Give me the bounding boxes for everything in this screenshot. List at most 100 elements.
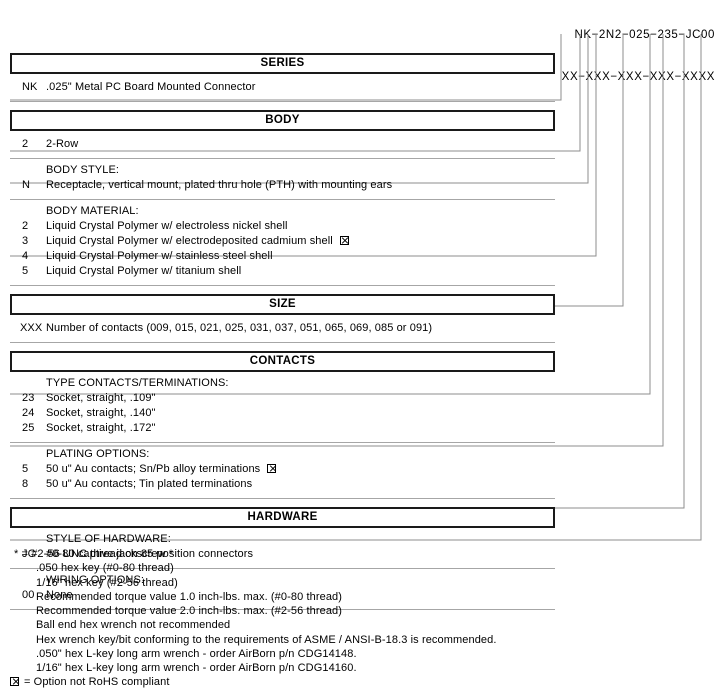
option-group-style-of-hardware: STYLE OF HARDWARE: JC #0-80 captive jacksc… xyxy=(10,528,555,569)
option-code: 24 xyxy=(22,407,35,419)
option-row: NK .025" Metal PC Board Mounted Connector xyxy=(10,80,555,95)
spacer xyxy=(10,436,555,442)
option-description-text: 2-Row xyxy=(46,138,79,150)
option-description: None xyxy=(46,588,555,603)
option-group: 2 2-Row xyxy=(10,131,555,159)
option-description-text: 50 u" Au contacts; Tin plated terminatio… xyxy=(46,478,253,490)
option-group-wiring-options: WIRING OPTIONS: 00 None xyxy=(10,569,555,610)
footnote-line: * = #2-56 UNC thread on 85 position conn… xyxy=(14,548,254,560)
group-title: BODY MATERIAL: xyxy=(46,205,139,217)
option-code: 2 xyxy=(22,138,29,150)
section-header-size: SIZE xyxy=(10,294,555,315)
option-code: 5 xyxy=(22,265,29,277)
spacer xyxy=(10,95,555,101)
group-title: WIRING OPTIONS: xyxy=(46,574,145,586)
option-description: .025" Metal PC Board Mounted Connector xyxy=(46,80,555,95)
footnote-line: Recommended torque value 2.0 inch-lbs. m… xyxy=(36,605,343,618)
option-code: NK xyxy=(22,81,38,93)
section-series: SERIES NK .025" Metal PC Board Mounted Con… xyxy=(10,53,555,102)
spacer xyxy=(10,492,555,498)
option-row: 23 Socket, straight, .109" xyxy=(10,391,555,406)
option-description-text: .025" Metal PC Board Mounted Connector xyxy=(46,81,256,93)
option-code: 5 xyxy=(22,463,29,475)
option-code: 23 xyxy=(22,392,35,404)
option-row: 8 50 u" Au contacts; Tin plated terminati… xyxy=(10,477,555,492)
option-description-text: #0-80 captive jackscrew * xyxy=(46,548,174,560)
option-group: NK .025" Metal PC Board Mounted Connector xyxy=(10,74,555,102)
option-code: N xyxy=(22,179,31,191)
option-code: 2 xyxy=(22,220,29,232)
option-description: Liquid Crystal Polymer w/ electroless ni… xyxy=(46,219,555,234)
option-row: 5 50 u" Au contacts; Sn/Pb alloy terminat… xyxy=(10,462,555,477)
option-code: 3 xyxy=(22,235,29,247)
option-description-text: Receptacle, vertical mount, plated thru … xyxy=(46,179,393,191)
section-header-series: SERIES xyxy=(10,53,555,74)
option-description: Number of contacts (009, 015, 021, 025, … xyxy=(46,321,555,336)
option-description: Liquid Crystal Polymer w/ stainless stee… xyxy=(46,249,555,264)
option-description-text: Socket, straight, .140" xyxy=(46,407,156,419)
footnote-line: Recommended torque value 1.0 inch-lbs. m… xyxy=(36,590,343,603)
option-description: 50 u" Au contacts; Tin plated terminatio… xyxy=(46,477,555,492)
option-code: 8 xyxy=(22,478,29,490)
section-gap xyxy=(10,343,555,351)
rohs-not-compliant-icon xyxy=(267,464,277,473)
option-description: 50 u" Au contacts; Sn/Pb alloy terminati… xyxy=(46,462,555,477)
spacer xyxy=(10,152,555,158)
section-header-contacts: CONTACTS xyxy=(10,351,555,372)
group-title: TYPE CONTACTS/TERMINATIONS: xyxy=(46,377,229,389)
part-number-breakdown: SERIES NK .025" Metal PC Board Mounted Con… xyxy=(10,53,555,610)
group-title: STYLE OF HARDWARE: xyxy=(46,533,171,545)
option-description-text: Number of contacts (009, 015, 021, 025, … xyxy=(46,322,433,334)
option-description-text: None xyxy=(46,589,73,601)
option-description: Socket, straight, .109" xyxy=(46,391,555,406)
option-description: Socket, straight, .140" xyxy=(46,406,555,421)
footnote-line: 1/16" hex L-key long arm wrench - order … xyxy=(36,662,357,675)
option-description: Liquid Crystal Polymer w/ titanium shell xyxy=(46,264,555,279)
section-gap xyxy=(10,102,555,110)
option-description-text: Liquid Crystal Polymer w/ stainless stee… xyxy=(46,250,273,262)
section-hardware: HARDWARE STYLE OF HARDWARE: JC #0-80 captiv… xyxy=(10,507,555,610)
option-group-plating-options: PLATING OPTIONS: 5 50 u" Au contacts; Sn/P… xyxy=(10,443,555,499)
part-number-example: NK−2N2−025−235−JC00 xyxy=(574,29,715,41)
group-title: PLATING OPTIONS: xyxy=(46,448,150,460)
spacer xyxy=(10,336,555,342)
option-row: 2 2-Row xyxy=(10,137,555,152)
rohs-not-compliant-icon xyxy=(339,236,349,245)
option-description: Socket, straight, .172" xyxy=(46,421,555,436)
option-row: 2 Liquid Crystal Polymer w/ electroless n… xyxy=(10,219,555,234)
rohs-not-compliant-icon xyxy=(10,677,19,686)
section-header-hardware: HARDWARE xyxy=(10,507,555,528)
option-row: 5 Liquid Crystal Polymer w/ titanium shel… xyxy=(10,264,555,279)
option-description-text: Liquid Crystal Polymer w/ electrodeposit… xyxy=(46,235,333,247)
footnote-line: 1/16" hex key (#2-56 thread) xyxy=(36,576,178,589)
footnote-line: .050" hex L-key long arm wrench - order … xyxy=(36,648,357,661)
footnote-line: .050 hex key (#0-80 thread) xyxy=(36,562,174,575)
option-code: JC xyxy=(22,548,36,560)
option-code: 4 xyxy=(22,250,29,262)
option-description-text: Liquid Crystal Polymer w/ titanium shell xyxy=(46,265,242,277)
option-code: 00 xyxy=(22,589,35,601)
option-row: 00 None xyxy=(10,588,555,603)
section-header-body: BODY xyxy=(10,110,555,131)
section-gap xyxy=(10,286,555,294)
option-row: 3 Liquid Crystal Polymer w/ electrodeposi… xyxy=(10,234,555,249)
option-code: XXX xyxy=(20,322,43,334)
spacer xyxy=(10,193,555,199)
option-row: JC #0-80 captive jackscrew * xyxy=(10,547,555,562)
option-description-text: Liquid Crystal Polymer w/ electroless ni… xyxy=(46,220,288,232)
footnote-line: Hex wrench key/bit conforming to the req… xyxy=(36,633,497,646)
rohs-legend: = Option not RoHS compliant xyxy=(10,675,169,689)
footnote-line: Ball end hex wrench not recommended xyxy=(36,619,231,632)
option-row: N Receptacle, vertical mount, plated thru… xyxy=(10,178,555,193)
option-row: 4 Liquid Crystal Polymer w/ stainless ste… xyxy=(10,249,555,264)
option-description: Receptacle, vertical mount, plated thru … xyxy=(46,178,555,193)
